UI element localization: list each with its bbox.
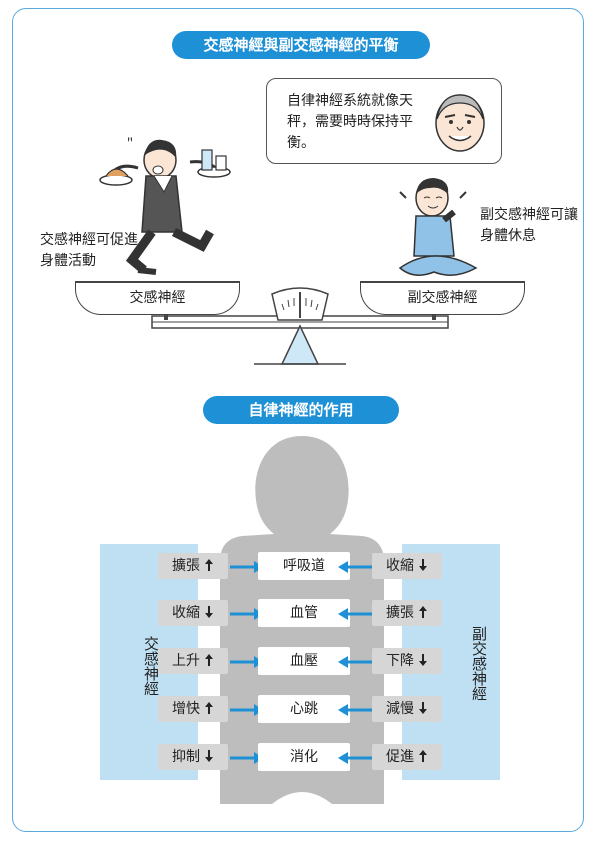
parasympathetic-panel-label: 副交感神經 (470, 626, 488, 701)
arrow-right-icon (230, 704, 264, 716)
arrow-down-icon (419, 702, 427, 714)
parasympathetic-effect-box: 收縮 (372, 553, 442, 579)
balance-scale (151, 287, 449, 365)
parasympathetic-effect-box: 擴張 (372, 600, 442, 626)
arrow-down-icon (205, 606, 213, 618)
arrow-down-icon (419, 654, 427, 666)
arrow-left-icon (338, 608, 372, 620)
svg-text:＂: ＂ (124, 137, 136, 151)
right-pan-rim (360, 281, 525, 284)
left-pan-rim (75, 281, 240, 284)
speech-text: 自律神經系統就像天秤，需要時時保持平衡。 (287, 93, 413, 151)
page-frame (12, 8, 584, 832)
arrow-up-icon (419, 750, 427, 762)
parasympathetic-effect-label: 擴張 (386, 605, 414, 621)
sympathetic-panel-label: 交感神經 (142, 636, 160, 696)
function-title: 自律神經的作用 (203, 396, 399, 424)
parasympathetic-effect-label: 收縮 (386, 558, 414, 574)
organ-box: 血壓 (258, 647, 350, 675)
arrow-left-icon (338, 752, 372, 764)
sympathetic-note: 交感神經可促進身體活動 (40, 232, 138, 269)
arrow-down-icon (419, 559, 427, 571)
parasympathetic-effect-box: 減慢 (372, 696, 442, 722)
sympathetic-effect-label: 收縮 (172, 605, 200, 621)
arrow-right-icon (230, 752, 264, 764)
arrow-right-icon (230, 608, 264, 620)
arrow-up-icon (205, 702, 213, 714)
arrow-up-icon (205, 654, 213, 666)
arrow-left-icon (338, 561, 372, 573)
parasympathetic-effect-box: 下降 (372, 648, 442, 674)
sympathetic-effect-box: 擴張 (158, 553, 228, 579)
sympathetic-effect-label: 擴張 (172, 558, 200, 574)
organ-box: 消化 (258, 743, 350, 771)
arrow-right-icon (230, 656, 264, 668)
sympathetic-effect-box: 抑制 (158, 744, 228, 770)
parasympathetic-effect-label: 促進 (386, 749, 414, 765)
left-pan: 交感神經 (75, 283, 240, 315)
organ-box: 呼吸道 (258, 552, 350, 580)
arrow-down-icon (205, 750, 213, 762)
sympathetic-effect-label: 抑制 (172, 749, 200, 765)
sympathetic-effect-label: 上升 (172, 653, 200, 669)
sympathetic-effect-box: 增快 (158, 696, 228, 722)
organ-box: 血管 (258, 599, 350, 627)
sympathetic-panel: 交感神經 (100, 544, 198, 780)
right-pan: 副交感神經 (360, 283, 525, 315)
sympathetic-effect-box: 上升 (158, 648, 228, 674)
arrow-right-icon (230, 561, 264, 573)
parasympathetic-note: 副交感神經可讓身體休息 (480, 207, 578, 244)
parasympathetic-effect-label: 下降 (386, 653, 414, 669)
parasympathetic-effect-box: 促進 (372, 744, 442, 770)
arrow-up-icon (205, 559, 213, 571)
arrow-left-icon (338, 704, 372, 716)
running-waiter-illustration: ＂ (99, 137, 231, 275)
speech-bubble: 自律神經系統就像天秤，需要時時保持平衡。 (266, 78, 502, 164)
organ-box: 心跳 (258, 695, 350, 723)
sympathetic-effect-box: 收縮 (158, 600, 228, 626)
elderly-man-face-illustration (435, 94, 485, 152)
parasympathetic-effect-label: 減慢 (386, 701, 414, 717)
balance-title: 交感神經與副交感神經的平衡 (172, 31, 430, 59)
arrow-left-icon (338, 656, 372, 668)
sympathetic-effect-label: 增快 (172, 701, 200, 717)
arrow-up-icon (419, 606, 427, 618)
relaxed-sitting-man-illustration (398, 178, 478, 276)
